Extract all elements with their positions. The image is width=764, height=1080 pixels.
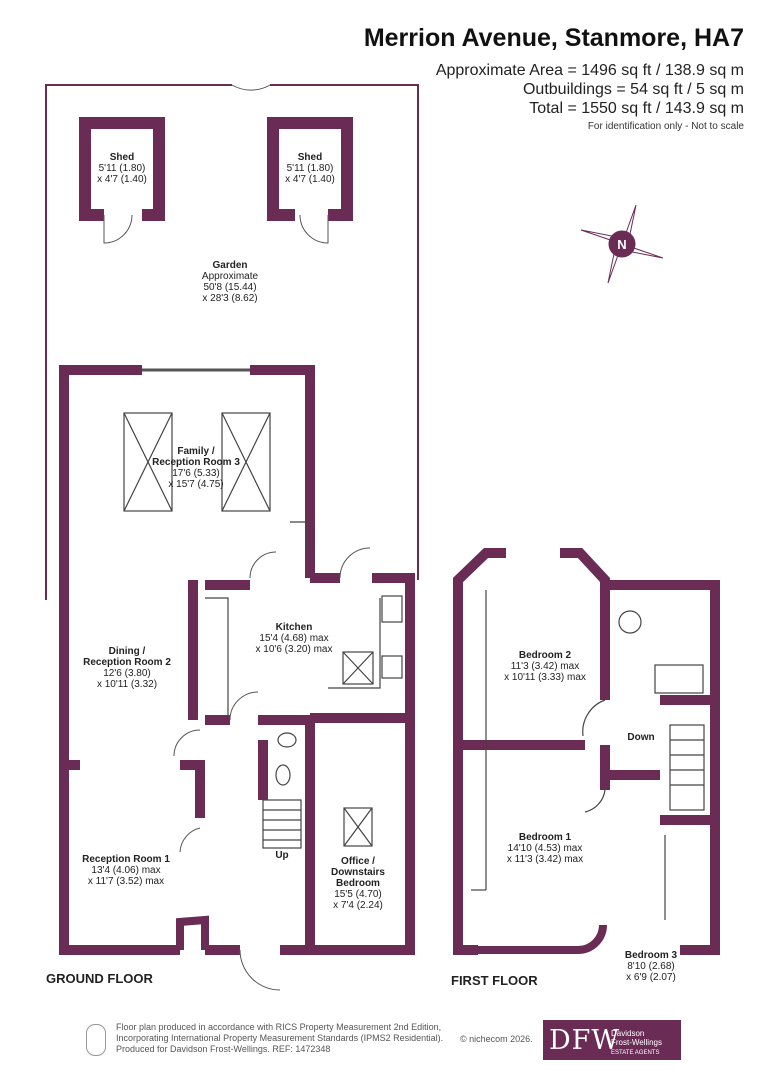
stairs-down-label: Down [627, 732, 655, 743]
ground-floor-label: GROUND FLOOR [46, 971, 153, 986]
identification-note: For identification only - Not to scale [587, 121, 744, 132]
stairs-up-label: Up [275, 850, 289, 861]
first-floor-walls [453, 548, 720, 955]
garden-boundary [45, 84, 419, 600]
first-floor-label: FIRST FLOOR [451, 973, 538, 988]
shed-right [267, 117, 353, 221]
copyright: © nichecom 2026. [460, 1034, 533, 1044]
shed-left [79, 117, 165, 221]
rics-badge-icon [86, 1024, 106, 1056]
ground-floor-walls [59, 365, 415, 955]
footer-text: Floor plan produced in accordance with R… [116, 1022, 444, 1054]
property-title: Merrion Avenue, Stanmore, HA7 [363, 24, 744, 52]
approx-area: Approximate Area = 1496 sq ft / 138.9 sq… [435, 62, 744, 79]
total-area: Total = 1550 sq ft / 143.9 sq m [529, 100, 744, 117]
outbuildings-area: Outbuildings = 54 sq ft / 5 sq m [522, 81, 744, 98]
compass-label: N [617, 237, 626, 252]
compass-rose-icon [580, 204, 664, 284]
